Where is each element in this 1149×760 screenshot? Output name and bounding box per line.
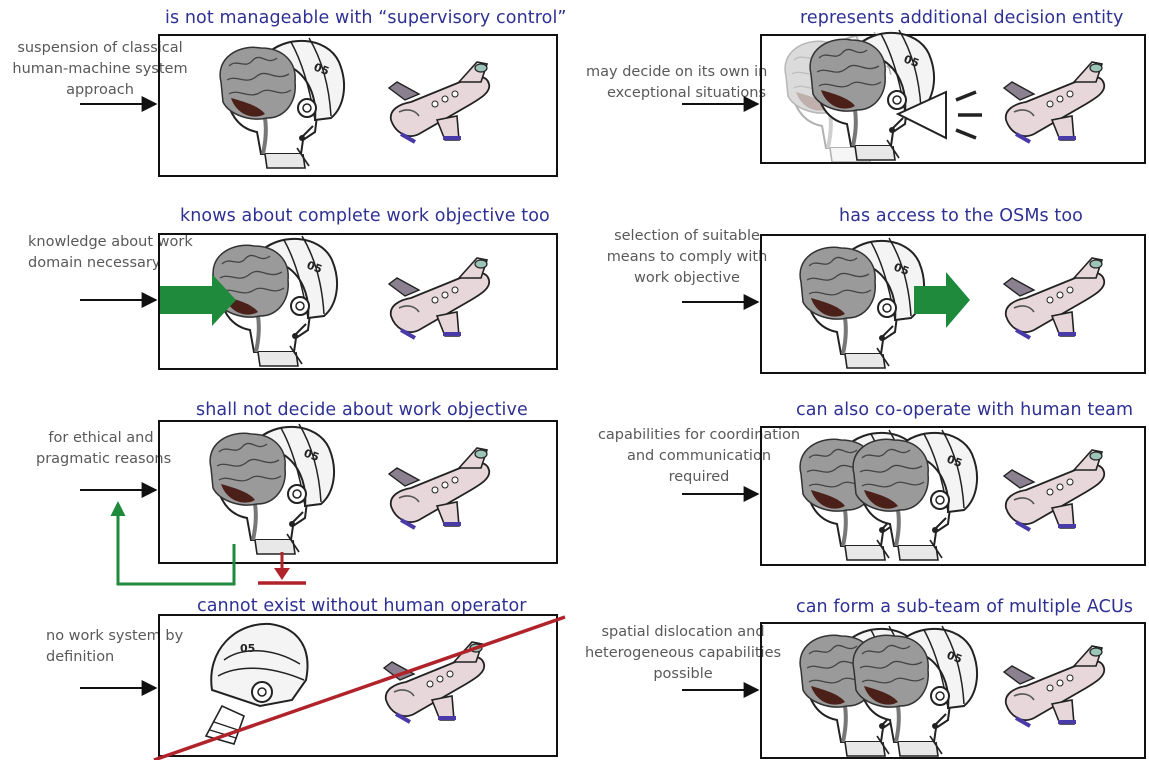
panel-title: can also co-operate with human team xyxy=(796,400,1133,420)
panel-title: shall not decide about work objective xyxy=(196,400,528,420)
work-system-box xyxy=(760,34,1146,164)
work-system-box xyxy=(760,426,1146,566)
panel-title: knows about complete work objective too xyxy=(180,206,550,226)
work-system-box xyxy=(760,622,1146,759)
work-system-box xyxy=(760,234,1146,374)
work-system-box xyxy=(158,233,558,370)
work-system-box xyxy=(158,420,558,564)
work-system-box xyxy=(158,34,558,177)
work-system-box xyxy=(158,614,558,757)
panel-title: has access to the OSMs too xyxy=(839,206,1083,226)
panel-title: represents additional decision entity xyxy=(800,8,1123,28)
panel-title: cannot exist without human operator xyxy=(197,596,527,616)
panel-title: is not manageable with “supervisory cont… xyxy=(165,8,567,28)
panel-title: can form a sub-team of multiple ACUs xyxy=(796,597,1133,617)
